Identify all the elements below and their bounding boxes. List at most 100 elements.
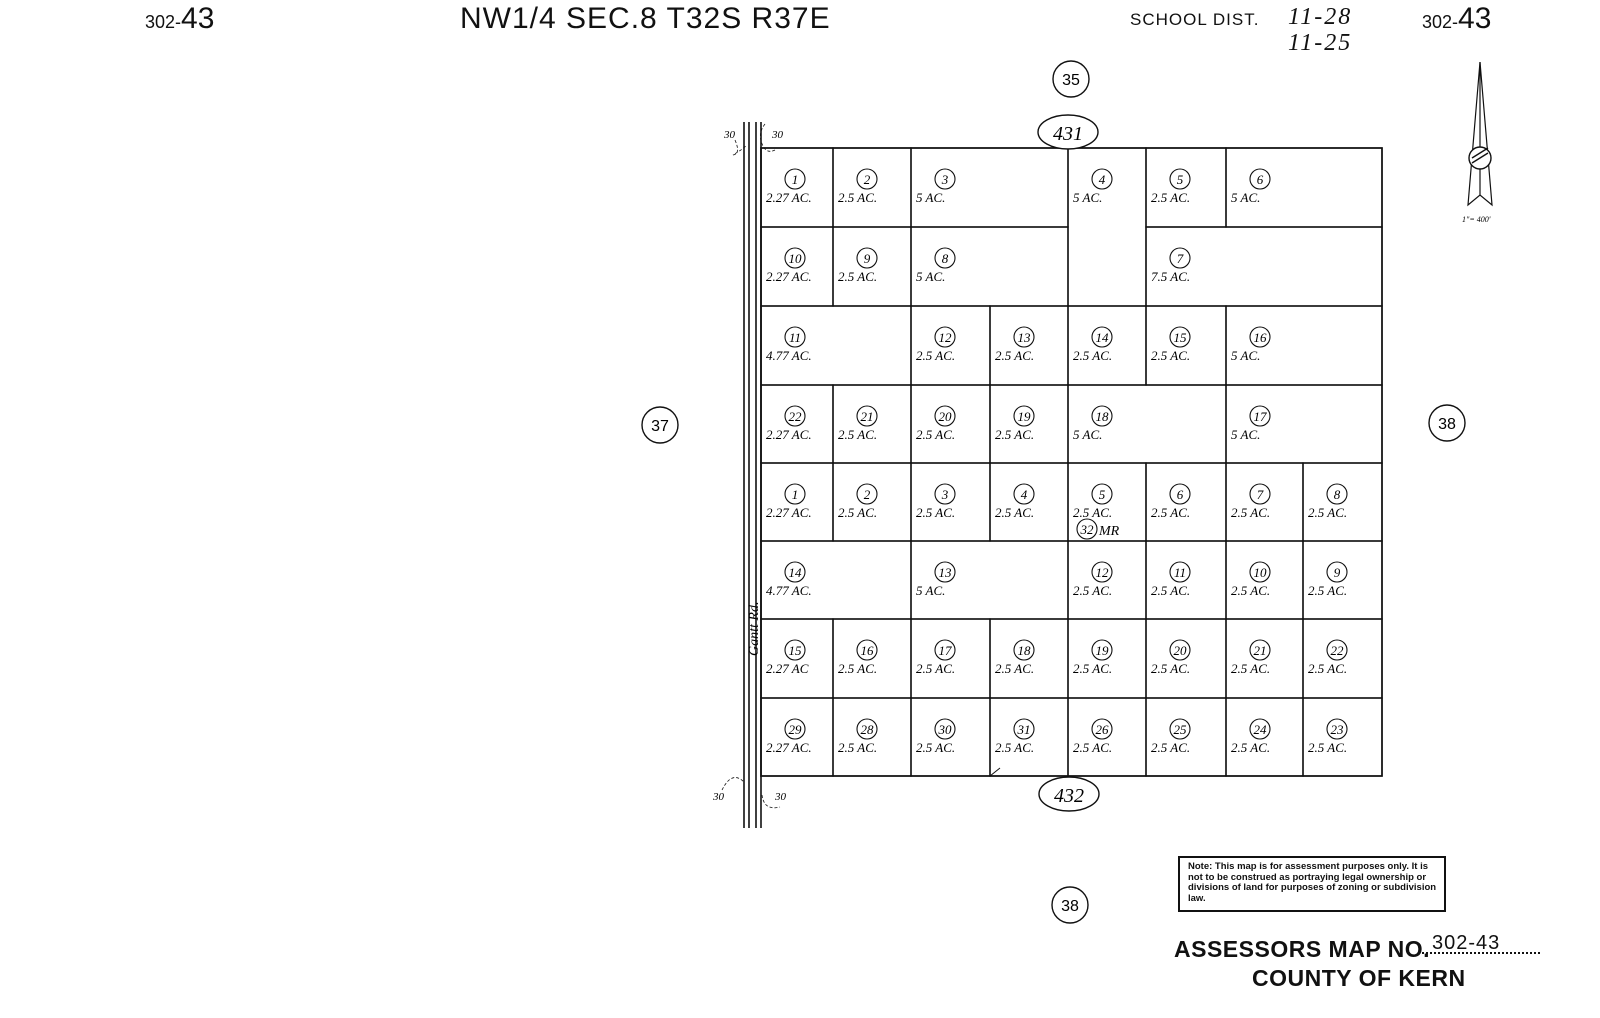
parcel-number: 28 — [861, 722, 875, 737]
parcel-number-circle — [1326, 718, 1348, 740]
parcel-acreage: 2.5 AC. — [916, 740, 955, 755]
parcel-acreage: 2.27 AC — [766, 661, 809, 676]
parcel-number-circle — [934, 561, 956, 583]
parcel-number-circle — [1013, 718, 1035, 740]
road-width-bottom-right: 30 — [774, 791, 787, 803]
parcel-number-circle — [784, 561, 806, 583]
parcel-number: 29 — [789, 722, 803, 737]
parcel-number-circle — [1091, 718, 1113, 740]
parcel-acreage: 5 AC. — [1231, 348, 1260, 363]
parcel: 18 5 AC. — [1067, 384, 1227, 464]
parcel-boundary — [1225, 147, 1383, 228]
parcel-acreage: 2.5 AC. — [995, 505, 1034, 520]
parcel-boundary — [1067, 384, 1227, 464]
street-label-top: 431 — [1037, 114, 1099, 150]
parcel-number: 10 — [789, 251, 803, 266]
map-number-suffix: 43 — [1458, 2, 1492, 35]
parcel-number: 3 — [941, 172, 949, 187]
parcel-number: 1 — [792, 487, 799, 502]
parcel-number: 3 — [941, 487, 949, 502]
parcel-number-circle — [1249, 718, 1271, 740]
parcel-acreage: 2.27 AC. — [766, 190, 812, 205]
parcel-number: 12 — [1096, 565, 1110, 580]
parcel-acreage: 2.5 AC. — [1073, 505, 1112, 520]
parcel-number-circle — [856, 405, 878, 427]
parcel-number: 6 — [1177, 487, 1184, 502]
map-number-prefix: 302- — [1422, 12, 1459, 32]
school-district-value-1: 11-28 — [1288, 4, 1353, 30]
parcel-number: 2 — [864, 487, 871, 502]
parcel-number: 21 — [861, 409, 874, 424]
parcel-acreage: 2.5 AC. — [916, 505, 955, 520]
parcel-number: 22 — [1331, 643, 1345, 658]
dimension-marker — [989, 767, 1001, 777]
parcel-number: 20 — [939, 409, 953, 424]
parcel-number: 21 — [1254, 643, 1267, 658]
parcel-boundary — [989, 384, 1069, 464]
parcel-boundary — [760, 462, 834, 542]
parcel: 152.27 AC — [760, 618, 834, 699]
school-district-value-2: 11-25 — [1288, 30, 1353, 56]
adjacent-map-bottom: 38 — [1051, 886, 1089, 924]
parcel: 182.5 AC. — [989, 618, 1069, 699]
page-title: NW1/4 SEC.8 T32S R37E — [460, 2, 831, 35]
parcel-acreage: 2.5 AC. — [838, 661, 877, 676]
parcel-acreage: 2.5 AC. — [1151, 740, 1190, 755]
adjacent-map-right: 38 — [1428, 404, 1466, 442]
parcel-number-circle — [1249, 561, 1271, 583]
parcel-acreage: 2.5 AC. — [1308, 661, 1347, 676]
parcel-number: 12 — [939, 330, 953, 345]
parcel-boundary — [760, 384, 834, 464]
parcel-acreage: 2.5 AC. — [1151, 583, 1190, 598]
parcel-grid — [760, 147, 1383, 777]
parcel-number: 30 — [938, 722, 953, 737]
parcel-acreage: 2.5 AC. — [995, 427, 1034, 442]
parcel-boundary — [760, 226, 834, 307]
street-number-432: 432 — [1054, 785, 1084, 807]
parcel: 252.5 AC. — [1145, 697, 1227, 777]
parcel: 92.5 AC. — [1302, 540, 1383, 620]
map-number-top-right: 302-43 — [1422, 2, 1491, 36]
parcel-acreage: 2.5 AC. — [1151, 190, 1190, 205]
parcel-number: 5 — [1099, 487, 1106, 502]
adjacent-map-left: 37 — [641, 406, 679, 444]
parcel-number: 6 — [1257, 172, 1264, 187]
parcel: 142.5 AC. — [1067, 305, 1147, 386]
parcel-acreage: 5 AC. — [916, 269, 945, 284]
parcel-number: 18 — [1096, 409, 1110, 424]
parcel-acreage: 5 AC. — [1073, 427, 1102, 442]
parcel-number: 7 — [1257, 487, 1264, 502]
map-number-top-left: 302-43 — [145, 2, 214, 36]
parcel: 222.27 AC. — [760, 384, 834, 464]
parcel-number: 4 — [1099, 172, 1106, 187]
parcel-acreage: 5 AC. — [1231, 190, 1260, 205]
parcel: 4 2.5 AC. — [989, 462, 1069, 542]
parcel: 45 AC. — [1067, 147, 1147, 307]
parcel-number-circle — [1169, 247, 1191, 269]
adjacent-map-top: 35 — [1052, 60, 1090, 98]
parcel-boundary — [760, 147, 834, 228]
parcel: 262.5 AC. — [1067, 697, 1147, 777]
parcel-acreage: 2.5 AC. — [916, 427, 955, 442]
parcel-boundary — [760, 697, 834, 777]
adjacent-map-left-number: 37 — [651, 418, 669, 435]
parcel-boundary — [1225, 462, 1304, 542]
parcel-number: 26 — [1096, 722, 1110, 737]
parcel-boundary — [1225, 305, 1383, 386]
parcel: 212.5 AC. — [832, 384, 912, 464]
book-reference-suffix: MR — [1098, 524, 1120, 539]
parcel-acreage: 5 AC. — [916, 190, 945, 205]
parcel-number: 9 — [1334, 565, 1341, 580]
parcel-boundary — [832, 697, 912, 777]
county-name: COUNTY OF KERN — [1252, 965, 1466, 991]
parcel: 144.77 AC. — [760, 540, 912, 620]
map-number-suffix: 43 — [181, 2, 215, 35]
parcel: 112.5 AC. — [1145, 540, 1227, 620]
parcel-number-circle — [1091, 168, 1113, 190]
parcel-number: 5 — [1177, 172, 1184, 187]
parcel-number-circle — [1249, 168, 1271, 190]
parcel-number-circle — [856, 639, 878, 661]
parcel-number: 4 — [1021, 487, 1028, 502]
parcel-number-circle — [934, 718, 956, 740]
parcel-acreage: 4.77 AC. — [766, 348, 812, 363]
